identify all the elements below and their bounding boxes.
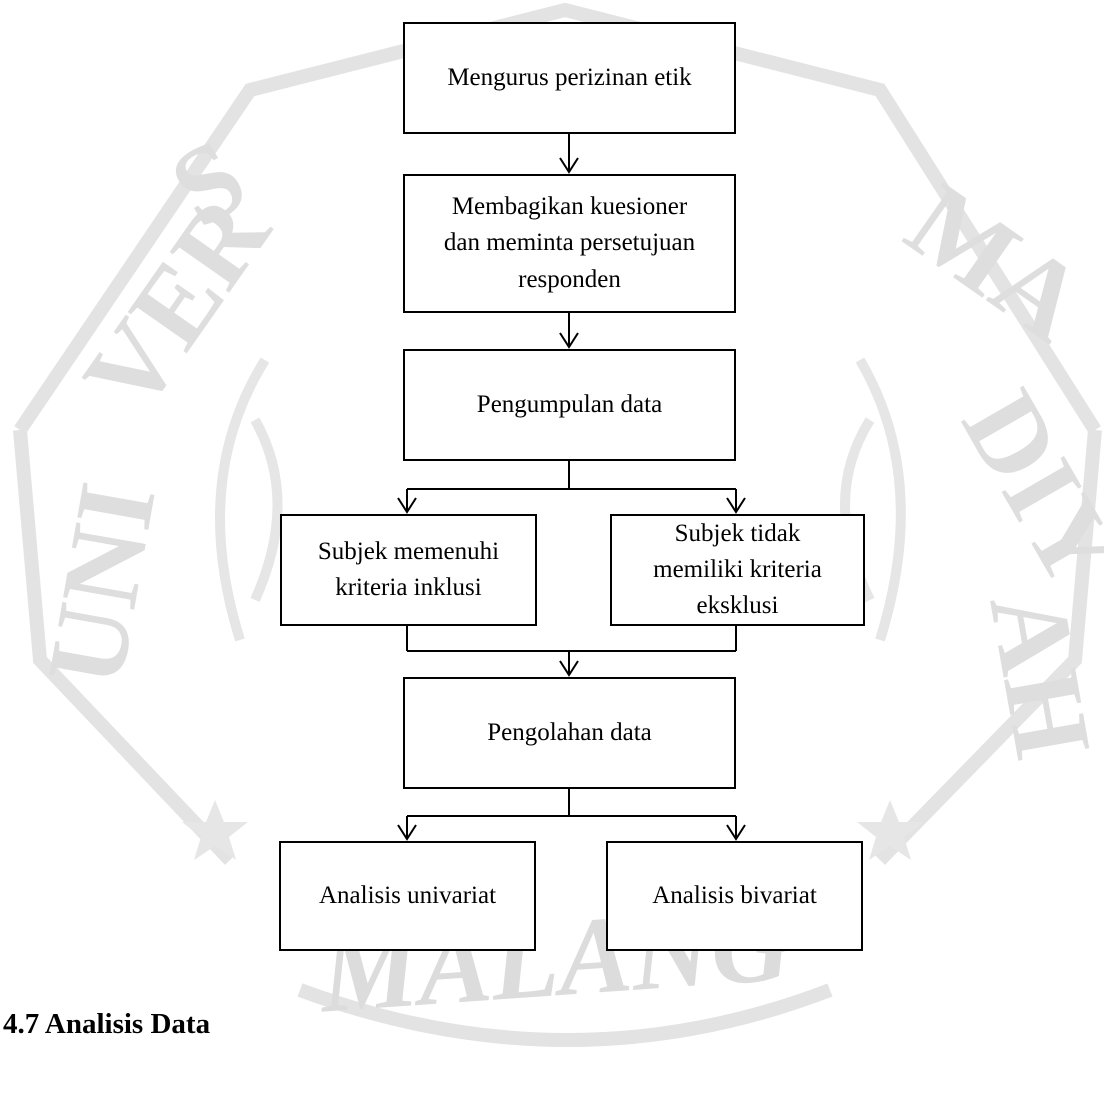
inclusion-criteria-box: Subjek memenuhi kriteria inklusi <box>280 514 537 626</box>
step-data-processing-box: Pengolahan data <box>403 677 736 789</box>
exclusion-criteria-line3: eksklusi <box>696 592 779 620</box>
step-distribute-questionnaire-line1: Membagikan kuesioner <box>451 193 688 221</box>
inclusion-criteria-line2: kriteria inklusi <box>335 574 482 601</box>
step-distribute-questionnaire-line3: responden <box>518 265 621 293</box>
inclusion-criteria-line1: Subjek memenuhi <box>317 537 500 565</box>
step-distribute-questionnaire-line2: dan meminta persetujuan <box>443 229 696 257</box>
right-star-icon <box>857 800 923 860</box>
step-data-collection-text: Pengumpulan data <box>476 390 663 418</box>
univariate-analysis-box: Analisis univariat <box>279 841 536 951</box>
step-distribute-questionnaire-box: Membagikan kuesioner dan meminta persetu… <box>403 174 736 313</box>
left-star-icon <box>182 800 248 860</box>
bivariate-analysis-box: Analisis bivariat <box>606 841 863 951</box>
step-ethics-permit-text: Mengurus perizinan etik <box>447 63 692 91</box>
bivariate-analysis-text: Analisis bivariat <box>652 881 817 909</box>
univariate-analysis-text: Analisis univariat <box>318 881 497 909</box>
step-data-processing-text: Pengolahan data <box>487 718 652 746</box>
step-ethics-permit-box: Mengurus perizinan etik <box>403 22 736 134</box>
exclusion-criteria-box: Subjek tidak memiliki kriteria eksklusi <box>610 514 865 626</box>
exclusion-criteria-line1: Subjek tidak <box>674 519 801 547</box>
exclusion-criteria-line2: memiliki kriteria <box>653 555 822 583</box>
step-data-collection-box: Pengumpulan data <box>403 349 736 461</box>
section-heading: 4.7 Analisis Data <box>3 1008 211 1040</box>
